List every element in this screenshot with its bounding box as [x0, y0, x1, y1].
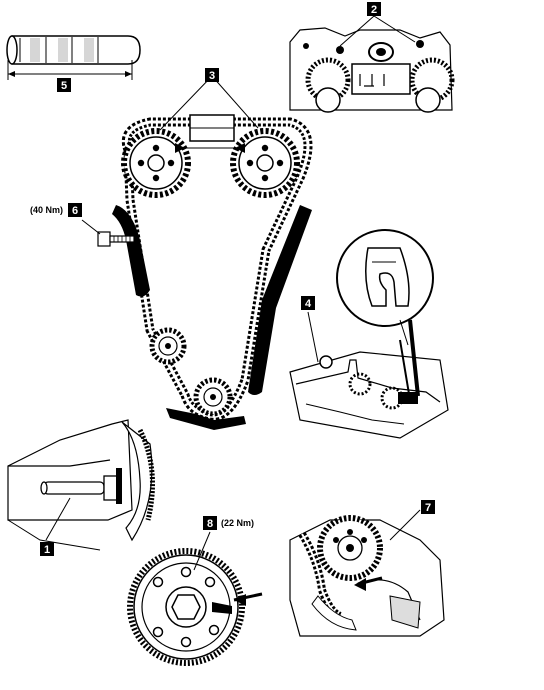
- callout-label-7: 7: [425, 502, 431, 514]
- exhaust-camshaft-sprocket: [230, 128, 300, 198]
- camshaft-tool-illustration: [289, 15, 455, 113]
- cylinder-head-wrench-illustration: [289, 229, 449, 439]
- callout-badge-7: 7: [421, 500, 435, 514]
- callout-label-3: 3: [209, 70, 215, 82]
- callout-label-6: 6: [72, 205, 78, 217]
- callout-label-8: 8: [207, 518, 213, 530]
- chain-sprocket-detail-illustration: [289, 509, 445, 637]
- crankshaft-locking-pin-illustration: [7, 419, 155, 551]
- guide-rail: [248, 205, 312, 395]
- callout-label-2: 2: [371, 4, 377, 16]
- callout-label-1: 1: [44, 544, 50, 556]
- locking-pin-tool-illustration: [6, 35, 141, 80]
- intake-camshaft-sprocket: [121, 128, 191, 198]
- callout-badge-8: 8: [203, 516, 217, 530]
- tensioner-rail: [112, 205, 150, 297]
- torque-label-bolt-8: (22 Nm): [221, 518, 254, 528]
- crankshaft-sprocket: [193, 377, 233, 417]
- callout-badge-4: 4: [301, 296, 315, 310]
- timing-chain-layout: [81, 75, 313, 430]
- callout-label-5: 5: [61, 80, 67, 92]
- tensioner-bolt: [81, 219, 135, 247]
- callout-badge-3: 3: [205, 68, 219, 82]
- balance-shaft-sprocket: [149, 327, 187, 365]
- callout-badge-2: 2: [367, 2, 381, 16]
- callout-label-4: 4: [305, 298, 312, 310]
- bottom-guide: [166, 408, 246, 430]
- callout-badge-6: 6: [68, 203, 82, 217]
- torque-label-bolt-6: (40 Nm): [30, 205, 63, 215]
- callout-badge-5: 5: [57, 78, 71, 92]
- callout-badge-1: 1: [40, 542, 54, 556]
- crankshaft-hub-illustration: [127, 531, 263, 666]
